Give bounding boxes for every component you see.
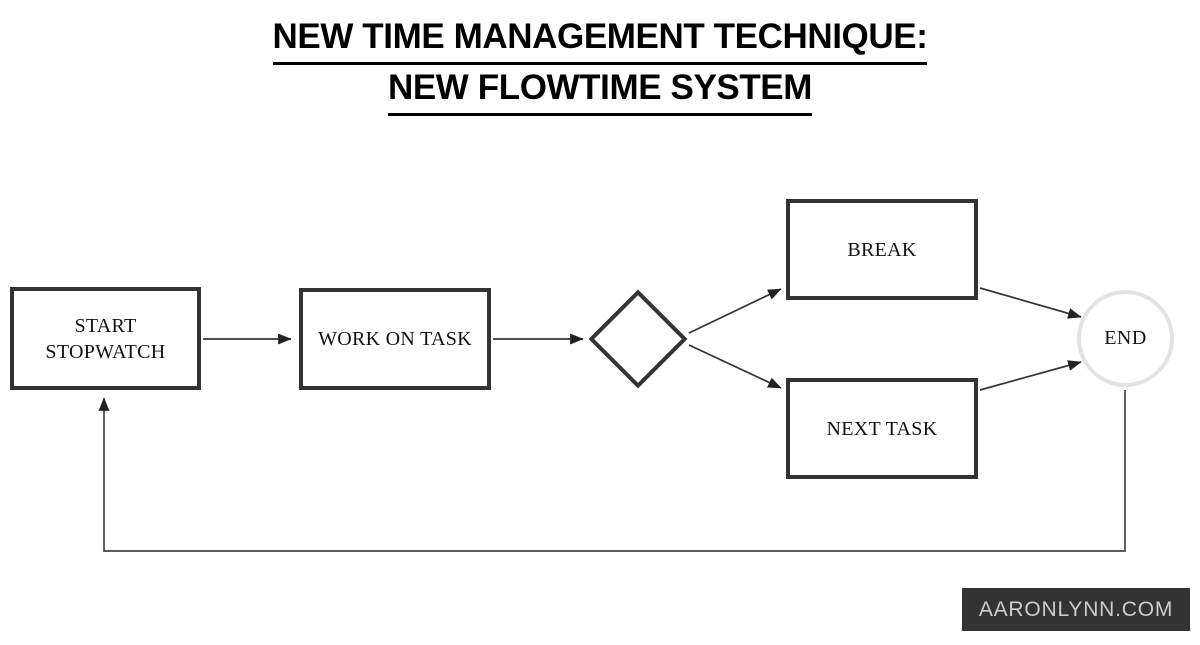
node-break-label: BREAK — [847, 238, 917, 261]
node-start-stopwatch-label-line1: START — [74, 314, 137, 337]
node-work-on-task[interactable]: WORK ON TASK — [299, 288, 491, 390]
edge-break-to-end — [979, 287, 1082, 319]
edge-decision-to-break — [688, 288, 782, 334]
node-start-stopwatch[interactable]: START STOPWATCH — [10, 287, 201, 390]
title-line-2-text: NEW FLOWTIME SYSTEM — [387, 65, 812, 116]
edge-next-task-to-end — [979, 360, 1082, 391]
node-next-task-label: NEXT TASK — [826, 417, 938, 440]
node-end-label: END — [1104, 327, 1147, 349]
page-title: NEW TIME MANAGEMENT TECHNIQUE: NEW FLOWT… — [0, 14, 1200, 116]
watermark-badge: AARONLYNN.COM — [962, 588, 1190, 631]
edge-decision-to-next-task — [688, 344, 782, 389]
node-decision-diamond[interactable] — [588, 289, 687, 388]
title-line-2: NEW FLOWTIME SYSTEM — [0, 65, 1200, 116]
node-next-task[interactable]: NEXT TASK — [786, 378, 978, 479]
node-break[interactable]: BREAK — [786, 199, 978, 300]
title-line-1: NEW TIME MANAGEMENT TECHNIQUE: — [0, 14, 1200, 65]
node-start-stopwatch-label: START STOPWATCH — [45, 313, 165, 365]
watermark-text: AARONLYNN.COM — [978, 597, 1174, 621]
diamond-shape — [588, 289, 687, 388]
title-line-1-text: NEW TIME MANAGEMENT TECHNIQUE: — [272, 14, 928, 65]
node-start-stopwatch-label-line2: STOPWATCH — [45, 340, 166, 363]
node-end[interactable]: END — [1077, 290, 1174, 387]
node-work-on-task-label: WORK ON TASK — [318, 328, 472, 350]
